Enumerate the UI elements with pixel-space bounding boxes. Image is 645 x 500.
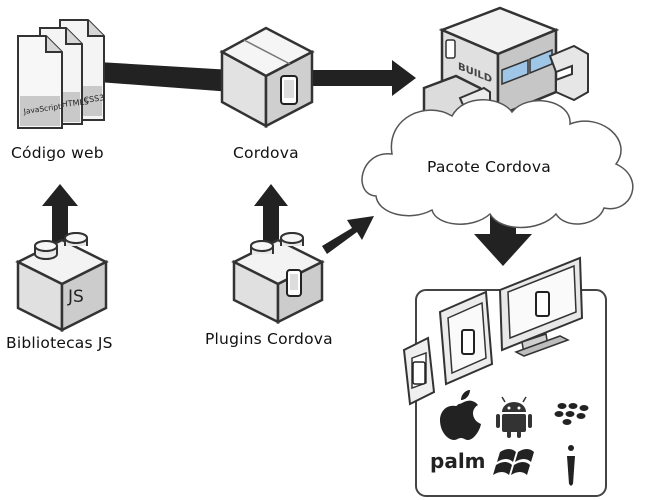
arrow-js-to-web xyxy=(42,184,78,246)
cordova-label: Cordova xyxy=(233,144,299,162)
html5-file-label: HTML5 xyxy=(61,97,89,109)
js-libraries-label: Bibliotecas JS xyxy=(6,334,113,352)
smartphone-device-icon xyxy=(402,336,436,406)
palm-logo-icon: palm xyxy=(430,449,486,473)
phone-icon xyxy=(286,269,302,297)
plugins-brick-icon xyxy=(231,232,325,325)
palm-logo-text: palm xyxy=(430,449,486,473)
css3-file-label: CSS3 xyxy=(83,93,105,105)
blackberry-logo-icon xyxy=(554,403,589,425)
plugins-label: Plugins Cordova xyxy=(205,330,333,348)
arrow-cordova-to-build xyxy=(300,60,416,96)
js-brick-label: JS xyxy=(67,287,84,307)
web-code-files-icon: CSS3 HTML5 JavaScript xyxy=(17,19,105,129)
android-logo-icon xyxy=(496,396,532,438)
phone-icon xyxy=(280,75,298,105)
cloud-shape xyxy=(361,99,634,229)
web-code-label: Código web xyxy=(11,144,104,162)
arrow-plugins-to-package xyxy=(322,216,374,254)
tablet-device-icon xyxy=(438,290,494,386)
symbian-logo-icon xyxy=(567,445,575,486)
apple-logo-icon xyxy=(440,390,481,440)
desktop-monitor-icon xyxy=(498,256,584,357)
package-label: Pacote Cordova xyxy=(427,158,551,176)
windows-logo-icon xyxy=(493,449,534,475)
connector-web-to-cordova xyxy=(98,62,232,92)
arrow-package-to-devices xyxy=(474,196,532,266)
devices-panel: palm xyxy=(402,256,607,497)
arrow-plugins-to-cordova xyxy=(254,184,288,244)
js-library-brick-icon: JS xyxy=(15,232,109,333)
cordova-box-icon xyxy=(219,26,315,129)
javascript-file-icon: JavaScript xyxy=(17,35,63,129)
